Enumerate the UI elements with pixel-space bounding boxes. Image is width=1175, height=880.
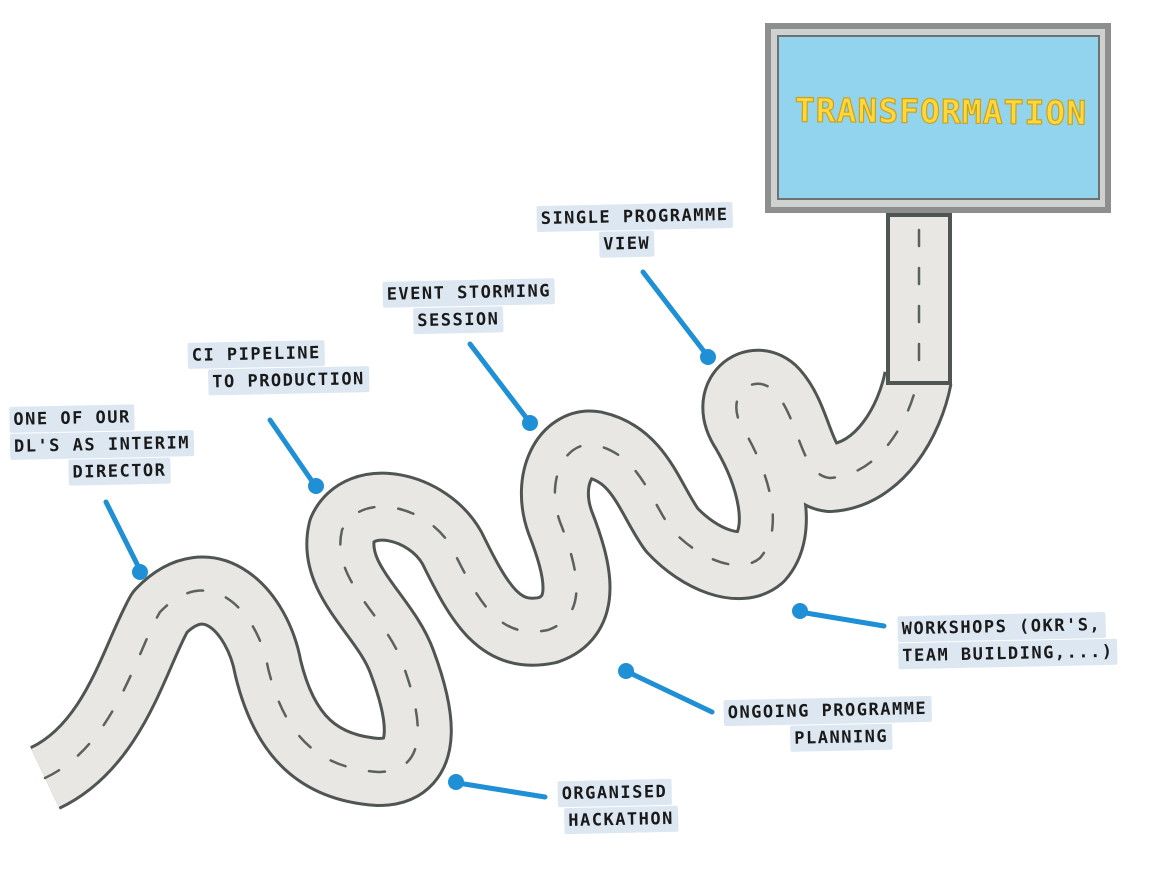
road-center-dashes xyxy=(43,376,920,780)
label-workshops: Workshops (OKR's, team building,...) xyxy=(897,611,1118,671)
label-line: hackathon xyxy=(564,805,679,835)
label-line: team building,...) xyxy=(898,638,1118,670)
label-line: Ci pipeline xyxy=(187,340,326,369)
pointer-single-programme-view xyxy=(640,269,716,365)
pointer-hackathon xyxy=(448,774,548,800)
pointer-ongoing-planning xyxy=(618,663,715,715)
label-line: director xyxy=(68,457,171,486)
label-hackathon: Organised hackathon xyxy=(557,778,679,835)
label-line: Organised xyxy=(557,778,672,808)
pointer-ci-pipeline xyxy=(267,417,324,494)
sign-panel xyxy=(777,35,1100,200)
sign-title: Transformation xyxy=(794,90,1088,133)
label-ci-pipeline: Ci pipeline to production xyxy=(187,339,370,397)
label-line: Ongoing programme xyxy=(723,695,932,727)
label-interim-director: One of our DL's as interim director xyxy=(9,403,195,488)
label-line: Event storming xyxy=(382,278,556,308)
label-line: to production xyxy=(208,366,370,396)
label-line: Workshops (OKR's, xyxy=(897,611,1106,643)
label-line: planning xyxy=(790,723,893,752)
label-line: Single Programme xyxy=(536,201,733,233)
pointer-workshops xyxy=(792,603,887,629)
label-line: view xyxy=(599,230,655,258)
label-event-storming: Event storming session xyxy=(382,278,556,336)
label-single-programme-view: Single Programme view xyxy=(536,201,733,260)
pointer-event-storming xyxy=(467,341,538,431)
label-ongoing-planning: Ongoing programme planning xyxy=(723,695,932,754)
pointer-interim-director xyxy=(103,499,148,580)
label-line: session xyxy=(413,306,504,335)
label-line: One of our xyxy=(9,404,136,433)
label-line: DL's as interim xyxy=(9,430,195,460)
